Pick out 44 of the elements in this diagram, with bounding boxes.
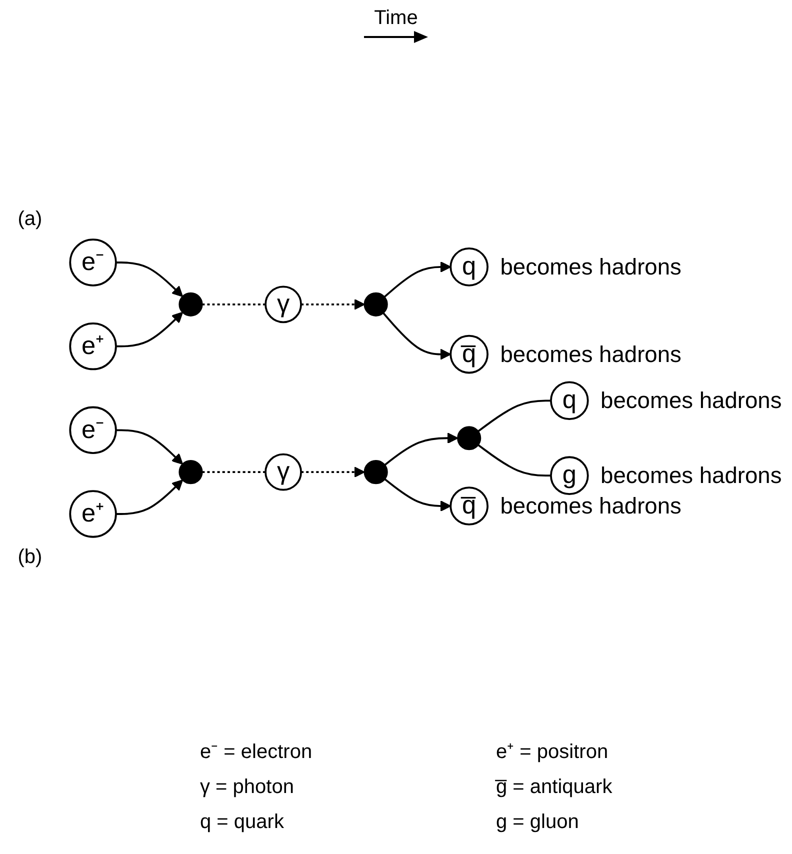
arrow [301, 299, 365, 310]
arrow [384, 432, 458, 466]
node-circle: e⁻ [69, 406, 117, 454]
node-circle [364, 460, 388, 484]
node-circle [178, 292, 203, 317]
node-circle [457, 426, 482, 450]
node-circle: g [550, 456, 589, 496]
arrow [116, 429, 184, 465]
node-circle: γ [264, 286, 302, 324]
arrow [116, 312, 184, 348]
connector [202, 471, 266, 474]
node-circle: q [450, 248, 488, 287]
node-circle: γ [264, 454, 302, 492]
key-entry: e⁺ = positron [496, 740, 610, 764]
node-circle: e⁺ [69, 322, 117, 370]
node-circle: q [550, 381, 589, 420]
connector [202, 304, 266, 306]
node-caption: becomes hadrons [600, 388, 782, 414]
key-entry: e⁻ = electron [200, 740, 314, 764]
arrow [382, 312, 452, 360]
node-caption: becomes hadrons [500, 492, 682, 519]
connector [478, 400, 551, 432]
node-circle [178, 460, 203, 484]
node-circle [364, 292, 388, 317]
node-circle: q̅ [450, 335, 488, 374]
key-entry: q = quark [200, 811, 285, 834]
arrow [384, 262, 452, 298]
arrow [301, 466, 365, 478]
arrow [384, 478, 452, 512]
connector [478, 444, 551, 477]
key-entry: g = gluon [496, 811, 580, 834]
panel-label: (a) [18, 208, 42, 231]
node-caption: becomes hadrons [500, 341, 682, 368]
panel-label: (b) [18, 546, 42, 570]
node-caption: becomes hadrons [600, 462, 782, 488]
arrow [116, 262, 184, 298]
arrow [116, 480, 184, 516]
node-circle: e⁺ [69, 490, 117, 538]
node-caption: becomes hadrons [500, 254, 682, 280]
node-circle: e⁻ [69, 238, 117, 287]
key-entry: γ = photon [200, 776, 295, 799]
key-entry: g̅ = antiquark [496, 776, 614, 799]
axis-label: Time [374, 6, 418, 30]
node-circle: q̅ [450, 486, 488, 526]
